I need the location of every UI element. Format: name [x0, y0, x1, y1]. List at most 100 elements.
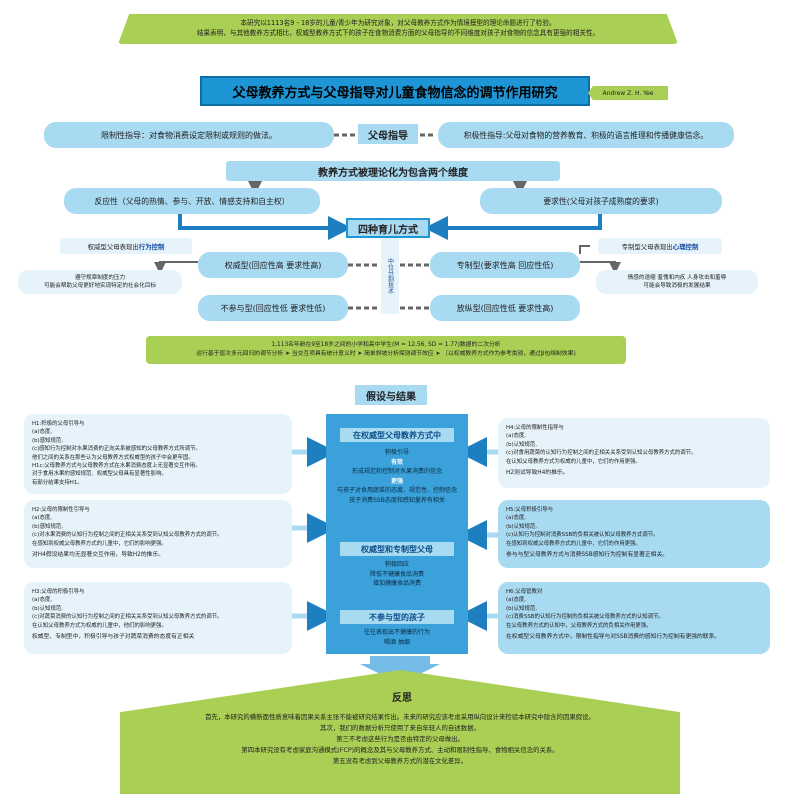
author-tag: Andrew Z. H. Yee [588, 86, 668, 100]
h2-line: (c)对水果消费的认知行为控制之间的正相关关系受到认知父母教养方式的调节。 [32, 532, 223, 539]
parenting-dimensions-title: 教养方式被理论化为包含两个维度 [226, 161, 560, 181]
reflection-line: 首先，本研究的横断面性质意味着因果关系主张不能被研究结果作出。未来的研究应该考虑… [205, 713, 595, 721]
h6-line: (a)态度, [506, 597, 527, 604]
behavioral-control-note: 权威型父母表现出行为控制 [60, 238, 192, 254]
h4-line: (a)态度, [506, 433, 527, 440]
uninvolved-results-text: 往往表现出不健康的行为 喝酒 抽烟 [330, 628, 464, 647]
page-title: 父母教养方式与父母指导对儿童食物信念的调节作用研究 [200, 76, 590, 106]
h4-result: H2测试导致H4的推乐。 [506, 469, 569, 476]
h5-line: (a)态度, [506, 515, 527, 522]
h1-line: 对于食用水果的感知规范、权威型父母具有显著性影响。 [32, 471, 167, 478]
reflection-line: 第五没有考虑到父母教养方式的潜在文化差异。 [332, 757, 468, 766]
summary-banner: 本研究以1113名9 - 18岁的儿童/青少年为研究对象，对父母教养方式作为情境… [118, 14, 678, 44]
summary-line-2: 结果表明，与其他教养方式相比，权威型教养方式下的孩子在食物消费方面的父母指导的不… [196, 29, 600, 37]
hypothesis-h6: H6:父母管教对 (a)态度,(b)认知规范, (c)消费SSB的认知行为控制的负相… [498, 582, 770, 654]
h2-result: 对H4假设结果均无显著交互作用，导致H2的推乐。 [32, 551, 165, 558]
behavioral-control-desc: 遵守规章制度的压力 可能会帮助父母更好地实现特定的社会化目标 [18, 270, 182, 294]
h2-line: (b)感知规范, [32, 523, 63, 530]
psychological-control-desc-1: 情感的退缩 羞愧和内疚 人身攻击和羞辱 [627, 274, 727, 281]
result-fruit-norms: 形成规范和控制对水果消费的信念 [351, 468, 442, 476]
reflection-title: 反思 [392, 692, 412, 704]
authoritative-results-title: 在权威型父母教养方式中 [340, 428, 454, 442]
median-split-label: 中位分割技术 [381, 238, 399, 314]
h3-line: (c)对蔬菜消费的认知行为控制之间的正相关关系受到认知父母教养方式的调节。 [32, 614, 223, 621]
h1-line: H1:积极的父母引导与 [32, 421, 85, 427]
results-center-column: 在权威型父母教养方式中 积极引导 有效 形成规范和控制对水果消费的信念 更强 与… [326, 414, 468, 654]
hypothesis-h1: H1:积极的父母引导与 (a)态度,(b)感知规范, (c)感知行为控制对水果消费的… [24, 414, 292, 494]
hypothesis-h3: H3:父母的积极引导与 (a)态度,(b)认知规范, (c)对蔬菜消费的认知行为控制… [24, 582, 292, 654]
authoritative-results-text: 积极引导 有效 形成规范和控制对水果消费的信念 更强 与孩子对食用蔬菜的态度、规… [330, 448, 464, 506]
h1-line: H1c:父母教养方式与父母教养方式在水果消费态度上无显著交互作用。 [32, 462, 201, 469]
psychological-control-highlight: 心理控制 [672, 242, 699, 251]
psychological-control-desc: 情感的退缩 羞愧和内疚 人身攻击和羞辱 可能会导致消极的发展结果 [596, 270, 758, 294]
h1-line: (c)感知行为控制对水果消费的正向关系被感知的父母教养方式所调节。 [32, 446, 201, 453]
parental-guidance-label: 父母指导 [358, 124, 418, 144]
h2-line: (a)态度, [32, 515, 53, 522]
result-ssb-attitude: 孩子消费SSB态度和感知量养有相关 [349, 496, 445, 504]
four-styles-label: 四种育儿方式 [346, 218, 430, 238]
result-increase-healthy: 增加健康食品消费 [372, 580, 421, 588]
permissive-style-box: 放纵型(回应性低 要求性高) [430, 295, 580, 321]
result-unhealthy-behavior: 往往表现出不健康的行为 [363, 629, 430, 636]
h4-line: (c)对食用蔬菜的认知行为控制之间的正相关关系受到认知父母教养方式的调节。 [506, 450, 697, 457]
authoritative-style-box: 权威型(回应性高 要求性高) [198, 252, 348, 278]
behavioral-control-desc-1: 遵守规章制度的压力 [74, 274, 126, 281]
h6-line: 在父母教养方式的认知中，父母教养方式的负相关作用更强。 [506, 622, 652, 629]
h2-line: 在感知到权威父母教养方式的儿童中，它们的影响更强。 [32, 540, 167, 547]
h6-line: H6:父母管教对 [506, 589, 543, 595]
h1-line: 有部分结果支持H1。 [32, 479, 83, 486]
h5-line: H5:父母积极引导与 [506, 507, 554, 513]
result-veg-attitude: 与孩子对食用蔬菜的态度、规范性、控制信念 [336, 487, 457, 495]
result-positive-response: 积极回应 [384, 561, 409, 568]
behavioral-control-prefix: 权威型父母表现出 [87, 242, 139, 251]
h4-line: 在认知父母教养方式为权威的儿童中，它们的作用更强。 [506, 458, 641, 465]
h5-line: (b)认知规范, [506, 523, 537, 530]
h5-result: 参与与型父母教养方式与消费SSB感知行为控制有显著正相关。 [506, 551, 669, 558]
authoritative-authoritarian-title: 权威型和专制型父母 [340, 542, 454, 556]
reflection-line: 第四本研究没有考虑家庭沟通模式(FCP)的概念及其与父母教养方式、主动和限制性指… [241, 746, 559, 755]
result-reduce-unhealthy: 降低不健康食品消费 [369, 570, 424, 578]
authoritative-authoritarian-text: 积极回应 降低不健康食品消费 增加健康食品消费 [330, 560, 464, 589]
h5-line: 在感知到权威父母教养方式的儿童中，它们的作用更强。 [506, 540, 641, 547]
h6-line: (b)认知规范, [506, 605, 537, 612]
h6-line: (c)消费SSB的认知行为控制的负相关被父母教养方式的认知调节。 [506, 614, 664, 621]
analysis-line-2: 运行基于层次多元回归的调节分析 ➤ 当交互项具有统计意义时 ➤ 简单斜坡分析探测… [196, 351, 576, 357]
hypothesis-h2: H2:父母的限制性引导与 (a)态度,(b)感知规范, (c)对水果消费的认知行为控… [24, 500, 292, 568]
h3-line: H3:父母的积极引导与 [32, 589, 85, 595]
hypothesis-h4: H4:父母的限制性指导与 (a)态度,(b)认知规范, (c)对食用蔬菜的认知行为控… [498, 418, 770, 488]
h1-line: 他们之间的关系在那些认为父母教养方式权威型的孩子中会更牢固。 [32, 454, 194, 461]
h3-line: 在认知父母教养方式为权威的儿童中，他们的影响更强。 [32, 622, 167, 629]
summary-line-1: 本研究以1113名9 - 18岁的儿童/青少年为研究对象，对父母教养方式作为情境… [240, 19, 556, 28]
analysis-line-1: 1,113名年龄在9至18岁之间的小学和高中学生(M = 12.56, SD =… [271, 342, 501, 349]
result-effective: 有效 [390, 458, 403, 466]
authoritarian-style-box: 专制型(要求性高 回应性低) [430, 252, 580, 278]
h3-result: 权威型、专制型中，积极引导与孩子对蔬菜消费的态度有正相关 [32, 633, 195, 640]
behavioral-control-desc-2: 可能会帮助父母更好地实现特定的社会化目标 [44, 283, 156, 289]
psychological-control-note: 专制型父母表现出心理控制 [598, 238, 722, 254]
h3-line: (a)态度, [32, 597, 53, 604]
demandingness-box: 要求性(父母对孩子成熟度的要求) [480, 188, 722, 214]
reflection-line: 第三不考虑这些行为是否由特定的父母做出。 [336, 735, 464, 744]
result-stronger: 更强 [390, 477, 403, 485]
h2-line: H2:父母的限制性引导与 [32, 507, 90, 513]
hypotheses-title: 假设与结果 [355, 385, 427, 405]
active-guidance-box: 积极性指导:父母对食物的营养教育、积极的语言推理和传播健康信念。 [438, 122, 734, 148]
h4-line: (b)认知规范, [506, 441, 537, 448]
result-positive-guidance: 积极引导 [384, 449, 409, 456]
analysis-banner: 1,113名年龄在9至18岁之间的小学和高中学生(M = 12.56, SD =… [146, 336, 626, 364]
restrictive-guidance-box: 限制性指导：对食物消费设定限制或规则的做法。 [44, 122, 334, 148]
reflection-line: 其次，我们的数据分析只使用了来自年轻人的自述数据。 [320, 724, 480, 733]
hypothesis-h5: H5:父母积极引导与 (a)态度,(b)认知规范, (c)认知行为控制对消费SSB的… [498, 500, 770, 568]
h1-line: (b)感知规范, [32, 437, 63, 444]
h6-result: 在权威型父母教养方式中，限制性指导与对SSB消费的感知行为控制有更强的联系。 [506, 633, 721, 640]
h1-line: (a)态度, [32, 429, 53, 436]
psychological-control-prefix: 专制型父母表现出 [621, 242, 673, 251]
psychological-control-desc-2: 可能会导致消极的发展结果 [643, 283, 711, 289]
h3-line: (b)认知规范, [32, 605, 63, 612]
uninvolved-style-box: 不参与型(回应性低 要求性低) [198, 295, 348, 321]
behavioral-control-highlight: 行为控制 [138, 242, 165, 251]
h4-line: H4:父母的限制性指导与 [506, 425, 564, 431]
h5-line: (c)认知行为控制对消费SSB的负相关被认知父母教养方式调节。 [506, 532, 659, 539]
uninvolved-results-title: 不参与型的孩子 [340, 610, 454, 624]
responsiveness-box: 反应性（父母的热情、参与、开放、情感支持和自主权） [64, 188, 320, 214]
